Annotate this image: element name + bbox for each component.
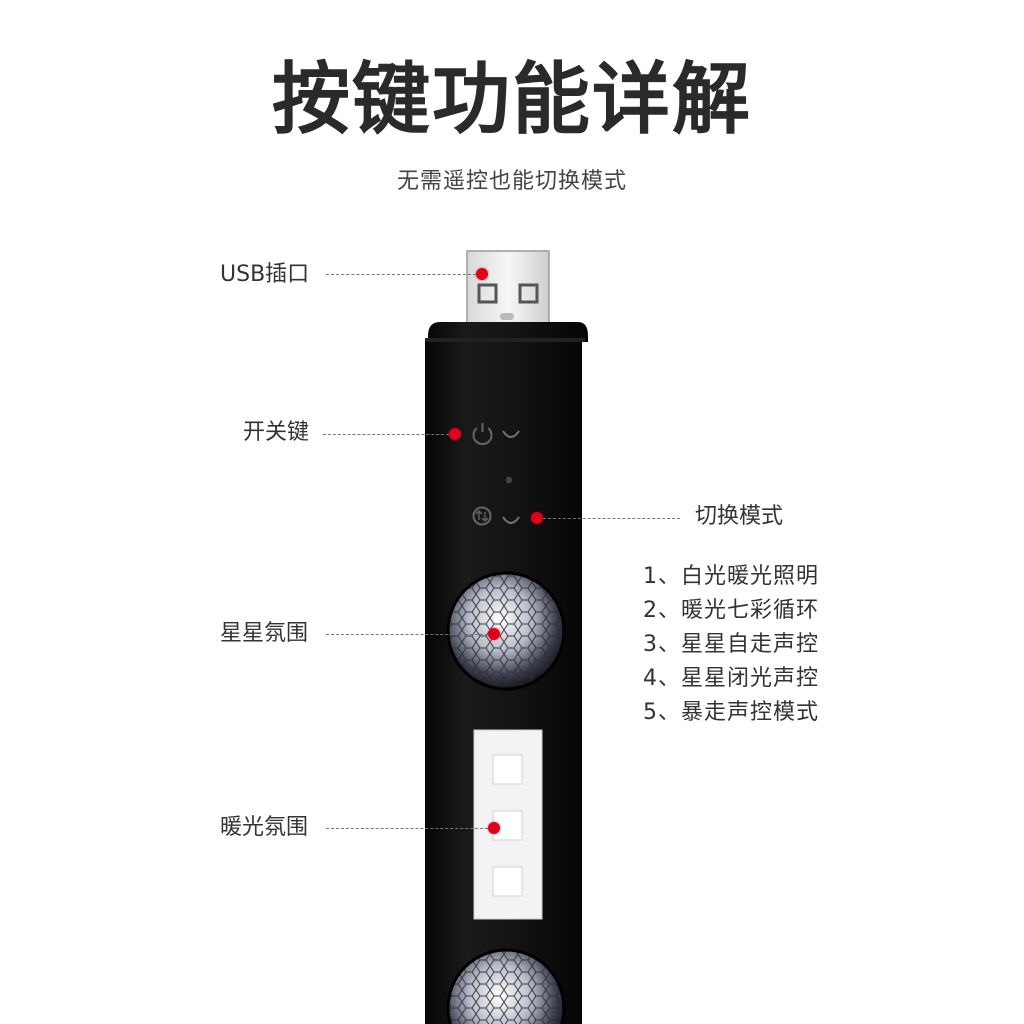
warm-atmosphere-marker: [488, 822, 500, 834]
mode-switch-button[interactable]: [502, 516, 520, 524]
power-button-marker: [449, 428, 461, 440]
power-button-leader: [323, 434, 449, 435]
star-atmosphere-marker: [488, 628, 500, 640]
mode-switch-icon: [472, 506, 492, 526]
page-subtitle: 无需遥控也能切换模式: [396, 169, 627, 194]
mode-item: 1、白光暖光照明: [643, 564, 819, 589]
star-projector-ball: [446, 571, 566, 691]
mode-item: 4、星星闭光声控: [643, 666, 819, 691]
mode-item: 3、星星自走声控: [643, 632, 819, 657]
power-icon: [472, 423, 493, 446]
mode-item: 2、暖光七彩循环: [643, 598, 819, 623]
warm-atmosphere-leader: [326, 828, 488, 829]
mode-switch-leader: [543, 518, 680, 519]
mode-switch-marker: [531, 512, 543, 524]
star-atmosphere-label: 星星氛围: [220, 621, 309, 646]
power-button-label: 开关键: [243, 420, 310, 445]
warm-atmosphere-label: 暖光氛围: [220, 815, 309, 840]
mode-switch-label: 切换模式: [695, 504, 784, 529]
star-atmosphere-leader: [326, 634, 488, 635]
modes-list: 1、白光暖光照明 2、暖光七彩循环 3、星星自走声控 4、星星闭光声控 5、暴走…: [643, 560, 819, 730]
warm-light-panel: [473, 729, 543, 920]
usb-plug: [466, 250, 550, 326]
indicator-hole: [505, 476, 513, 484]
usb-port-marker: [476, 268, 488, 280]
power-button[interactable]: [502, 430, 520, 438]
mode-item: 5、暴走声控模式: [643, 700, 819, 725]
usb-port-leader: [326, 274, 476, 275]
page-title: 按键功能详解: [271, 55, 752, 145]
star-projector-ball-lower: [446, 948, 566, 1024]
usb-port-label: USB插口: [220, 262, 310, 287]
